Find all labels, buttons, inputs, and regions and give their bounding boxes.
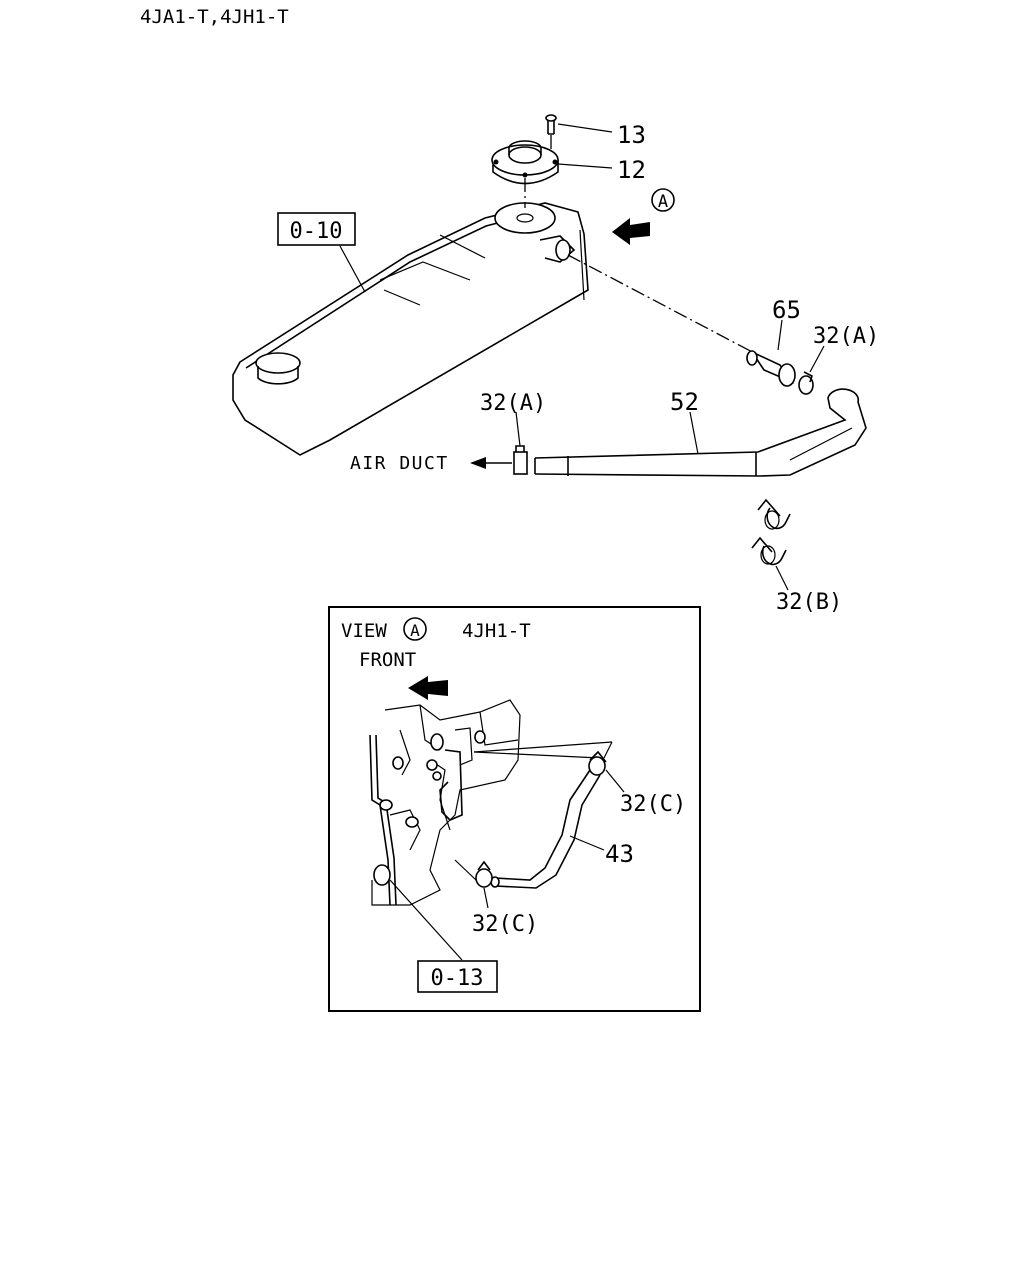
breather-hose <box>534 388 867 477</box>
part-label-13: 13 <box>617 121 646 149</box>
pcv-hose <box>490 750 607 889</box>
view-label: VIEW <box>341 620 387 642</box>
air-duct-label: AIR DUCT <box>350 453 449 474</box>
view-a-marker <box>651 188 675 212</box>
view-a-panel <box>328 606 701 1012</box>
part-label-43: 43 <box>605 840 634 868</box>
hose-clamp-a-right <box>798 371 814 395</box>
view-a-marker-letter: A <box>658 192 668 212</box>
breather-cap <box>491 140 559 208</box>
front-direction-arrow <box>408 676 448 700</box>
reference-box-0-13 <box>417 960 498 993</box>
part-label-65: 65 <box>772 296 801 324</box>
view-model-label: 4JH1-T <box>462 620 531 642</box>
part-label-12: 12 <box>617 156 646 184</box>
part-label-32a-left: 32(A) <box>480 391 546 416</box>
screw <box>545 114 557 150</box>
hose-clamp-a-left <box>513 445 528 475</box>
part-label-32b: 32(B) <box>776 590 842 615</box>
part-label-32c-upper: 32(C) <box>620 792 686 817</box>
reference-box-0-10 <box>277 212 356 246</box>
view-panel-marker-letter: A <box>410 621 420 640</box>
hose-clamp-b <box>751 498 791 566</box>
engine-block-sketch <box>371 699 521 906</box>
part-label-32a-right: 32(A) <box>813 324 879 349</box>
dipstick-tube <box>369 734 397 906</box>
front-label: FRONT <box>359 649 416 671</box>
cylinder-head-cover <box>232 202 589 456</box>
part-label-52: 52 <box>670 388 699 416</box>
diagram-header: 4JA1-T,4JH1-T <box>140 6 289 28</box>
ref-label-0-13: 0-13 <box>431 966 484 991</box>
view-direction-arrow <box>612 218 650 245</box>
connector-pipe <box>746 350 796 387</box>
ref-label-0-10: 0-10 <box>290 219 343 244</box>
part-label-32c-lower: 32(C) <box>472 912 538 937</box>
view-panel-marker <box>403 617 427 641</box>
hose-clamp-c-lower <box>454 859 493 888</box>
